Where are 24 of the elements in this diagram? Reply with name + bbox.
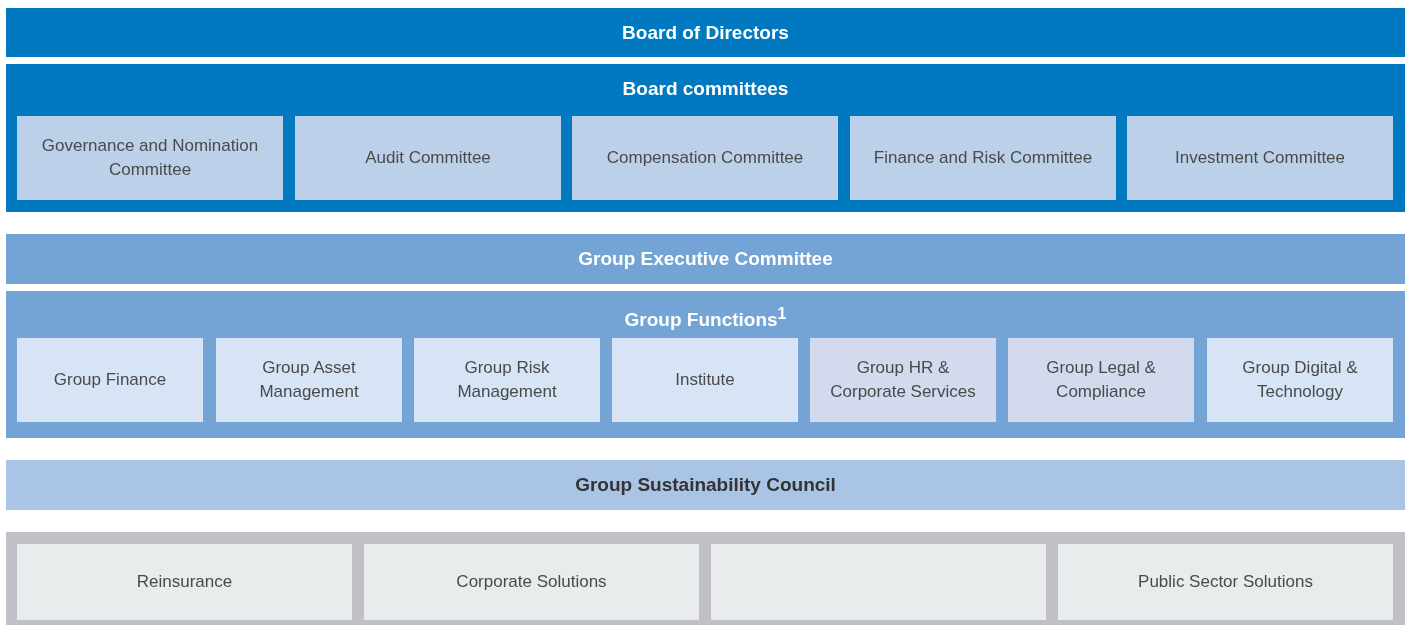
group-panel <box>6 532 1405 625</box>
business-unit-box: Corporate Solutions <box>364 544 699 620</box>
member-box: Audit Committee <box>295 116 561 200</box>
member-box: Institute <box>612 338 798 422</box>
group-panel <box>6 291 1405 438</box>
member-box: Finance and Risk Committee <box>850 116 1116 200</box>
member-box: Group Legal & Compliance <box>1008 338 1194 422</box>
member-box: Investment Committee <box>1127 116 1393 200</box>
heading-band: Group Sustainability Council <box>6 460 1405 510</box>
heading-band: Group Executive Committee <box>6 234 1405 284</box>
member-box: Governance and Nomination Committee <box>17 116 283 200</box>
group-panel <box>6 64 1405 212</box>
business-unit-box: Reinsurance <box>17 544 352 620</box>
member-box: Compensation Committee <box>572 116 838 200</box>
panel-heading: Board committees <box>621 78 790 100</box>
member-box: Group Finance <box>17 338 203 422</box>
heading-band: Board of Directors <box>6 8 1405 57</box>
member-box: Group Digital & Technology <box>1207 338 1393 422</box>
member-box: Group HR & Corporate Services <box>810 338 996 422</box>
member-box: Group Risk Management <box>414 338 600 422</box>
empty-box <box>711 544 1046 620</box>
business-unit-box: Public Sector Solutions <box>1058 544 1393 620</box>
panel-heading: Group Functions$^{1}$ <box>623 305 788 332</box>
member-box: Group Asset Management <box>216 338 402 422</box>
